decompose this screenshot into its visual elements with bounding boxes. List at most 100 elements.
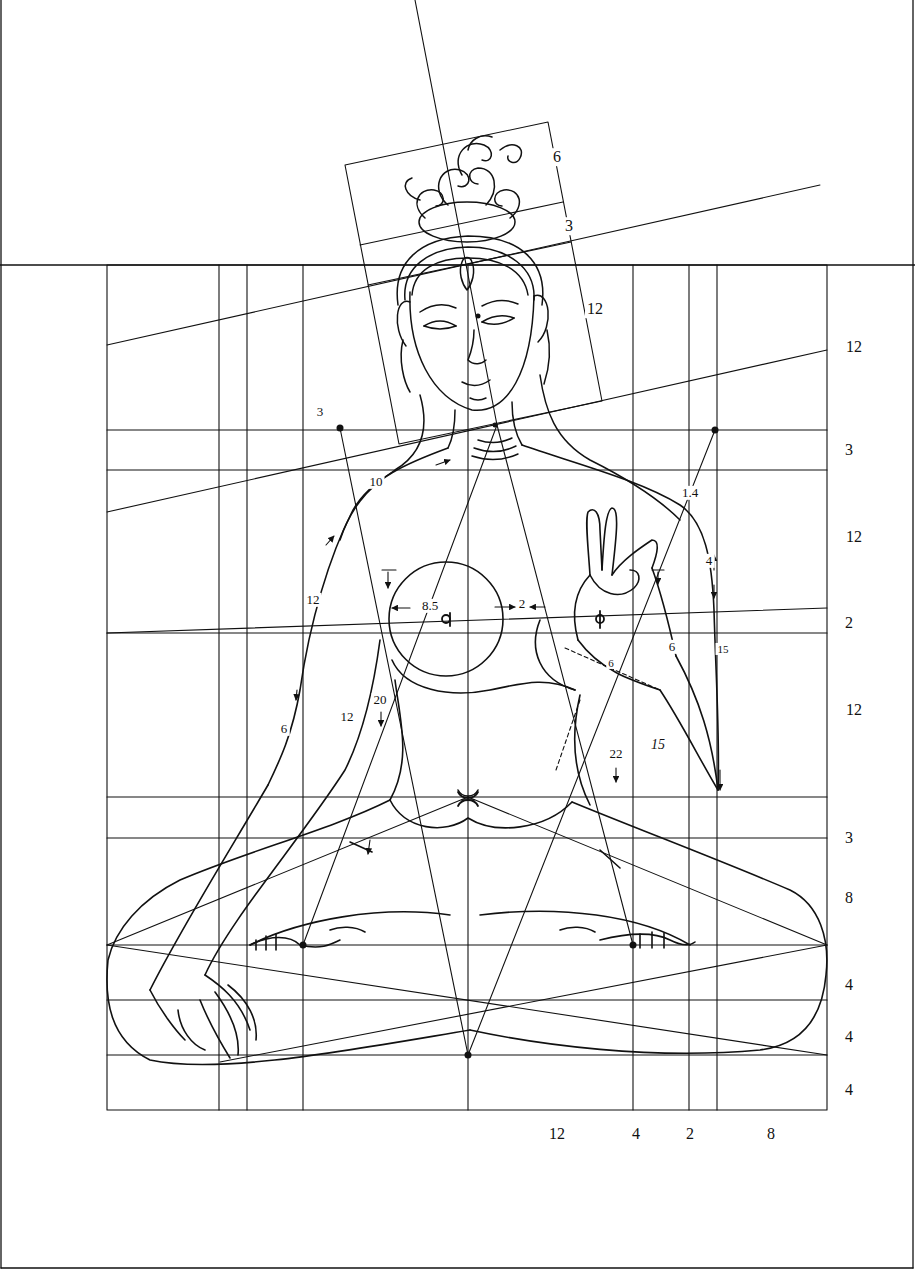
measure-marks: [387, 572, 388, 588]
measure-marks: [556, 700, 580, 770]
crown-ornament: [470, 168, 495, 205]
page-frame: [0, 0, 1, 1268]
legs-outline: [350, 842, 620, 868]
crown-ornament: [500, 145, 521, 163]
arms-outline: [676, 656, 718, 790]
dimension-number: 4: [843, 1081, 855, 1099]
dimension-number: 4: [843, 976, 855, 994]
proportion-grid: [107, 185, 820, 345]
proportion-grid: [107, 837, 827, 838]
measure-marks: [296, 460, 720, 854]
dimension-number: 3: [563, 217, 575, 235]
measure-marks: [380, 712, 381, 726]
dimension-number: 22: [608, 747, 625, 761]
dimension-number: 2: [684, 1125, 696, 1143]
measure-marks: [652, 569, 664, 570]
legs-outline: [107, 800, 470, 1065]
head-outline: [405, 247, 534, 300]
proportion-grid: [107, 265, 827, 1110]
proportion-grid: [220, 945, 827, 1062]
dimension-number: 3: [315, 405, 326, 419]
centre-marks: [599, 611, 601, 628]
grid-dot: [465, 1052, 472, 1059]
legs-outline: [330, 927, 365, 932]
neck-and-hair: [340, 395, 424, 540]
proportion-grid: [468, 430, 715, 1055]
dimension-number: 10: [368, 475, 385, 489]
page-frame: [912, 0, 913, 1268]
measure-marks: [713, 585, 714, 598]
dimension-number: 2: [843, 614, 855, 632]
dimension-number: 6: [606, 657, 616, 669]
dimension-number: 6: [667, 640, 678, 654]
arms-outline: [574, 575, 590, 640]
centre-marks: [442, 611, 604, 806]
dimension-number: 4: [630, 1125, 642, 1143]
head-outline: [397, 236, 543, 305]
torso-outline: [535, 620, 575, 690]
legs-outline: [256, 934, 276, 950]
page-frame: [1, 1267, 913, 1268]
crown-ornament: [458, 143, 491, 175]
crown-ornament: [405, 136, 521, 242]
legs-outline: [250, 912, 450, 945]
proportion-grid: [415, 0, 497, 425]
arms-outline: [587, 510, 602, 575]
proportion-grid: [303, 425, 497, 945]
dimension-number: 15: [716, 643, 731, 655]
arms-outline: [178, 1010, 205, 1050]
head-outline: [424, 321, 456, 326]
grid-dot: [493, 423, 498, 428]
legs-outline: [480, 911, 690, 945]
dimension-number: 3: [843, 829, 855, 847]
legs-outline: [640, 932, 664, 948]
proportion-grid: [107, 350, 827, 512]
legs-outline: [470, 802, 827, 1053]
dimension-number: 12: [339, 710, 356, 724]
dimension-number: 12: [844, 528, 864, 546]
arms-outline: [228, 985, 256, 1040]
head-outline: [397, 236, 549, 410]
grid-dot: [630, 942, 637, 949]
dimension-number: 20: [372, 693, 389, 707]
head-outline: [410, 292, 534, 410]
centre-marks: [442, 615, 450, 623]
legs-outline: [600, 934, 695, 945]
crown-ornament: [468, 136, 492, 150]
crown-ornament: [405, 178, 420, 200]
proportion-grid: [107, 608, 827, 633]
dimension-number: 12: [547, 1125, 567, 1143]
proportion-grid: [345, 122, 602, 444]
head-outline: [462, 380, 490, 386]
measure-marks: [615, 768, 616, 782]
dimension-number: 12: [585, 300, 605, 318]
arms-outline: [590, 570, 639, 594]
proportion-grid: [302, 265, 303, 1110]
grid-dot: [712, 427, 719, 434]
arms-outline: [205, 975, 250, 1030]
arms-outline: [578, 640, 660, 690]
grid-dot: [476, 314, 481, 319]
proportion-grid: [107, 0, 827, 1110]
measure-marks: [565, 648, 660, 690]
proportion-grid: [632, 265, 633, 1110]
head-outline: [534, 295, 548, 342]
proportion-grid: [107, 797, 468, 945]
dimension-number: 6: [551, 148, 563, 166]
arms-outline: [205, 640, 380, 975]
head-outline: [424, 326, 456, 329]
proportion-grid: [246, 265, 247, 1110]
legs-outline: [107, 800, 827, 1065]
proportion-grid: [107, 469, 827, 470]
neck-and-hair: [472, 454, 518, 460]
dimension-number: 8: [765, 1125, 777, 1143]
proportion-grid: [218, 265, 219, 1110]
torso-outline: [575, 695, 590, 805]
proportion-grid: [468, 797, 827, 945]
torso-outline: [390, 680, 403, 800]
head-outline: [412, 258, 528, 295]
neck-and-hair: [474, 446, 516, 452]
measure-marks: [296, 690, 297, 700]
proportion-grid: [107, 944, 827, 945]
